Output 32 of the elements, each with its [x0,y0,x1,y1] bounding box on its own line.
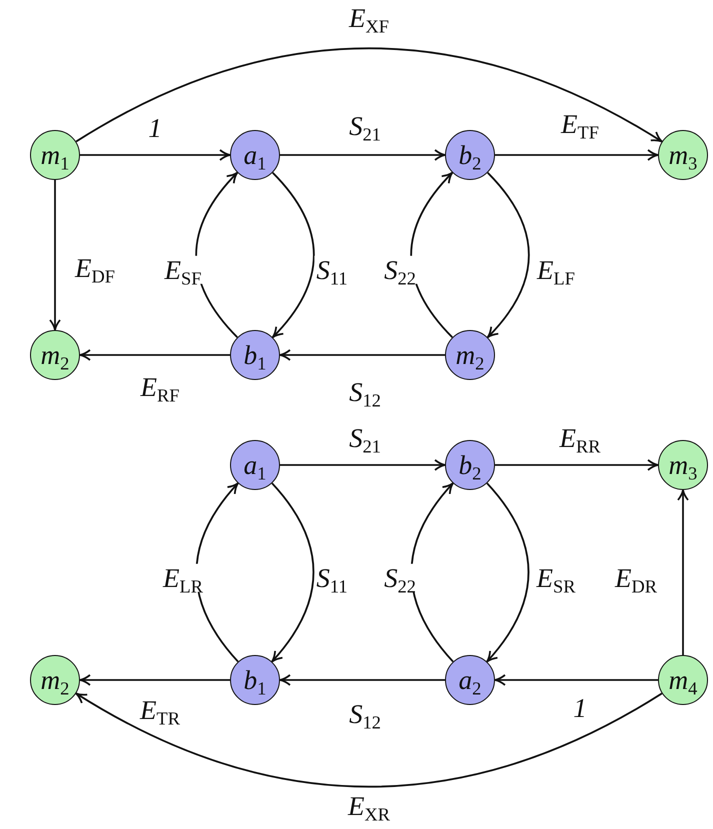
state-label: m$_{1}$ [40,142,70,168]
state-circle [445,130,495,180]
state-label: m$_{2}$ [40,342,70,368]
state-label: b$_{2}$ [458,452,482,478]
state-label: b$_{1}$ [244,342,266,368]
state-label: b$_{2}$ [458,142,482,168]
state-label: a$_{1}$ [244,142,266,168]
state-label: b$_{1}$ [244,666,266,694]
state-circle [30,655,80,705]
state-label: a$_{2}$ [458,666,482,694]
state-label: m$_{2}$ [40,666,70,694]
edge-label: S$_{22}$ [382,256,418,284]
state-circle [230,655,280,705]
state-label: m$_{3}$ [668,452,698,478]
state-circle [230,330,280,380]
state-circle [30,330,80,380]
state-circle [230,440,280,490]
state-circle [445,330,495,380]
state-circle [658,130,708,180]
state-label: m$_{3}$ [668,142,698,168]
state-circle [445,440,495,490]
state-circle [658,655,708,705]
state-label: m$_{4}$ [668,666,698,694]
edge-label: E$_{LR}$ [161,564,205,592]
state-label: m$_{2}$ [456,342,484,368]
state-circle [30,130,80,180]
edge-label: S$_{22}$ [382,564,418,592]
state-label: a$_{1}$ [244,452,266,478]
state-circle [658,440,708,490]
edge-label: E$_{SF}$ [162,256,204,284]
state-circle [230,130,280,180]
state-circle [445,655,495,705]
